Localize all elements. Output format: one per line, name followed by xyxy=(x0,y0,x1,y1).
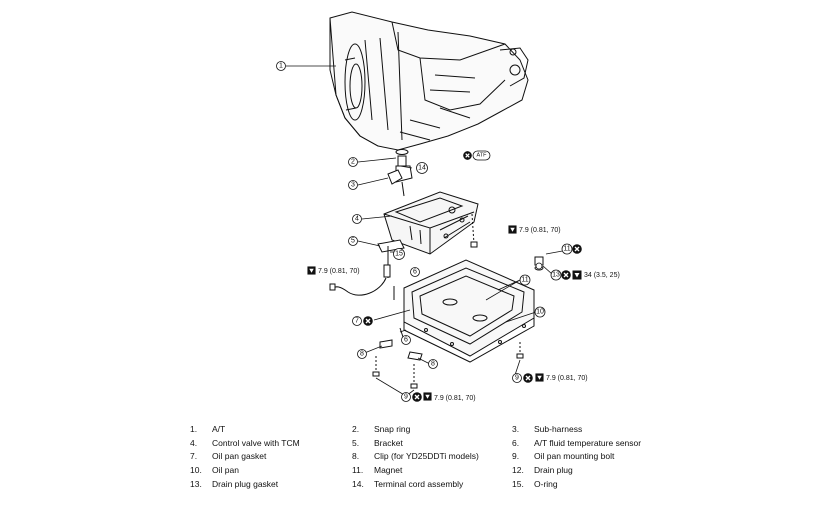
callout-14: 14 xyxy=(416,162,428,174)
callout-5: 5 xyxy=(348,236,358,246)
callout-9a: 9 xyxy=(401,392,411,402)
callout-13: 13 xyxy=(550,269,562,281)
callout-7: 7 xyxy=(352,316,362,326)
callout-11b: 11 xyxy=(519,274,531,286)
callout-10: 10 xyxy=(534,306,546,318)
legend-item: 1.A/T xyxy=(190,424,226,434)
wrench-icon xyxy=(508,225,517,234)
legend-item: 6.A/T fluid temperature sensor xyxy=(512,437,642,448)
svg-text:7: 7 xyxy=(355,318,359,325)
legend-item: 4.Control valve with TCM xyxy=(190,437,300,448)
legend-item: 5.Bracket xyxy=(352,437,403,448)
svg-text:10: 10 xyxy=(536,309,544,316)
callout-1: 1 xyxy=(276,61,286,71)
legend-item: 10.Oil pan xyxy=(190,465,239,476)
svg-text:8: 8 xyxy=(360,351,364,358)
torque-label: 7.9 (0.81, 70) xyxy=(519,227,561,234)
svg-text:3: 3 xyxy=(351,182,355,189)
svg-text:2: 2 xyxy=(351,159,355,166)
legend-row: 13.Drain plug gasket 14.Terminal cord as… xyxy=(190,478,710,492)
svg-text:4: 4 xyxy=(355,216,359,223)
callout-6a: 6 xyxy=(410,267,420,277)
callout-6b: 6 xyxy=(401,335,411,345)
callout-8b: 8 xyxy=(428,359,438,369)
legend-item: 3.Sub-harness xyxy=(512,424,583,434)
svg-text:5: 5 xyxy=(351,238,355,245)
svg-text:11: 11 xyxy=(521,277,528,284)
symbol-group-top: ATF xyxy=(463,150,491,161)
wrench-icon xyxy=(307,266,316,275)
clips-bolts-drawing xyxy=(372,327,524,389)
callout-3: 3 xyxy=(348,180,358,190)
callout-11a: 11 xyxy=(561,243,573,255)
torque-label: 7.9 (0.81, 70) xyxy=(546,375,588,382)
svg-text:14: 14 xyxy=(418,165,426,172)
torque-label: 7.9 (0.81, 70) xyxy=(318,268,360,275)
torque-label: 7.9 (0.81, 70) xyxy=(434,395,476,402)
parts-legend: 1.A/T 2.Snap ring 3.Sub-harness 4.Contro… xyxy=(190,423,710,491)
wrench-icon xyxy=(535,373,544,382)
cross-icon xyxy=(561,270,571,280)
callout-4: 4 xyxy=(352,214,362,224)
legend-row: 4.Control valve with TCM 5.Bracket 6.A/T… xyxy=(190,437,710,451)
legend-item: 11.Magnet xyxy=(352,465,403,476)
svg-text:6: 6 xyxy=(404,337,408,344)
legend-item: 13.Drain plug gasket xyxy=(190,478,279,489)
legend-item: 9.Oil pan mounting bolt xyxy=(512,451,615,462)
legend-row: 10.Oil pan 11.Magnet 12.Drain plug xyxy=(190,464,710,478)
svg-text:9: 9 xyxy=(404,394,408,401)
torque-label: 34 (3.5, 25) xyxy=(584,272,620,279)
legend-item: 14.Terminal cord assembly xyxy=(352,478,464,489)
svg-text:8: 8 xyxy=(431,361,435,368)
wrench-icon xyxy=(572,270,582,280)
svg-text:ATF: ATF xyxy=(477,153,488,159)
wrench-icon xyxy=(423,392,432,401)
legend-item: 12.Drain plug xyxy=(512,465,573,476)
callout-2: 2 xyxy=(348,157,358,167)
callout-8a: 8 xyxy=(357,349,367,359)
cross-icon xyxy=(572,244,582,254)
small-parts-drawing xyxy=(387,149,413,197)
transmission-drawing xyxy=(329,11,529,151)
callout-12: 12 xyxy=(535,262,543,270)
svg-text:11: 11 xyxy=(563,246,570,253)
cross-icon xyxy=(412,392,422,402)
legend-row: 1.A/T 2.Snap ring 3.Sub-harness xyxy=(190,423,710,437)
svg-text:13: 13 xyxy=(552,272,560,279)
legend-item: 8.Clip (for YD25DDTi models) xyxy=(352,451,479,462)
cross-icon xyxy=(363,316,373,326)
svg-text:6: 6 xyxy=(413,269,417,276)
legend-row: 7.Oil pan gasket 8.Clip (for YD25DDTi mo… xyxy=(190,450,710,464)
callout-15: 15 xyxy=(393,248,405,260)
legend-item: 2.Snap ring xyxy=(352,424,411,434)
sensor-drawing xyxy=(329,264,395,300)
svg-text:15: 15 xyxy=(395,251,403,258)
svg-text:1: 1 xyxy=(279,63,283,70)
control-valve-drawing xyxy=(383,191,479,255)
legend-item: 7.Oil pan gasket xyxy=(190,451,267,462)
cross-icon xyxy=(523,373,533,383)
oil-pan-drawing xyxy=(403,259,535,363)
callout-9b: 9 xyxy=(512,373,522,383)
svg-text:9: 9 xyxy=(515,375,519,382)
legend-item: 15.O-ring xyxy=(512,478,558,489)
